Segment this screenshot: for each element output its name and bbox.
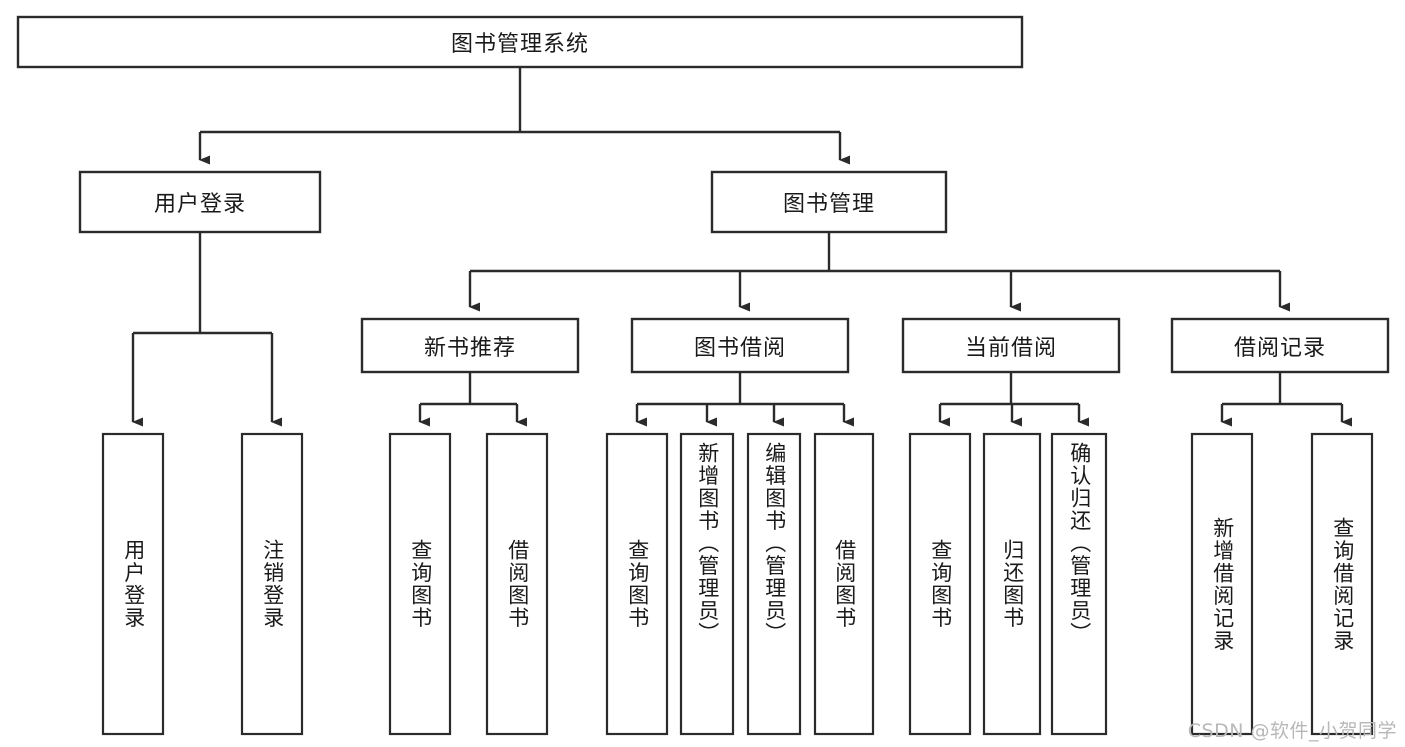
connector-group-new-books — [418, 372, 527, 427]
leaf-box-query-book-c[interactable] — [908, 432, 972, 736]
leaf-box-edit-book-admin[interactable] — [746, 432, 802, 736]
node-box-new-books[interactable] — [360, 317, 580, 374]
node-box-book-manage[interactable] — [710, 170, 948, 234]
node-box-borrow-records[interactable] — [1170, 317, 1390, 374]
node-box-book-borrow[interactable] — [630, 317, 850, 374]
node-box-current-borrow[interactable] — [901, 317, 1121, 374]
leaf-box-query-book-b[interactable] — [605, 432, 669, 736]
node-box-user-login[interactable] — [78, 170, 322, 234]
leaf-box-confirm-return-admin[interactable] — [1050, 432, 1108, 736]
leaf-box-user-login[interactable] — [101, 432, 165, 736]
connector-group-borrow-records — [1220, 372, 1352, 427]
leaf-box-query-book-a[interactable] — [388, 432, 452, 736]
connector-group-book-borrow — [635, 372, 854, 427]
leaf-box-query-borrow-record[interactable] — [1310, 432, 1374, 736]
node-box-root[interactable] — [16, 15, 1024, 69]
leaf-box-borrow-book-b[interactable] — [813, 432, 875, 736]
connector-group-root — [198, 67, 850, 165]
leaf-box-borrow-book-a[interactable] — [485, 432, 549, 736]
connector-group-book-manage — [468, 232, 1290, 312]
connector-group-current-borrow — [938, 372, 1089, 427]
leaf-box-return-book[interactable] — [982, 432, 1042, 736]
connector-group-user-login — [131, 232, 282, 427]
leaf-box-add-book-admin[interactable] — [679, 432, 735, 736]
leaf-box-logout[interactable] — [240, 432, 304, 736]
leaf-box-add-borrow-record[interactable] — [1190, 432, 1254, 736]
